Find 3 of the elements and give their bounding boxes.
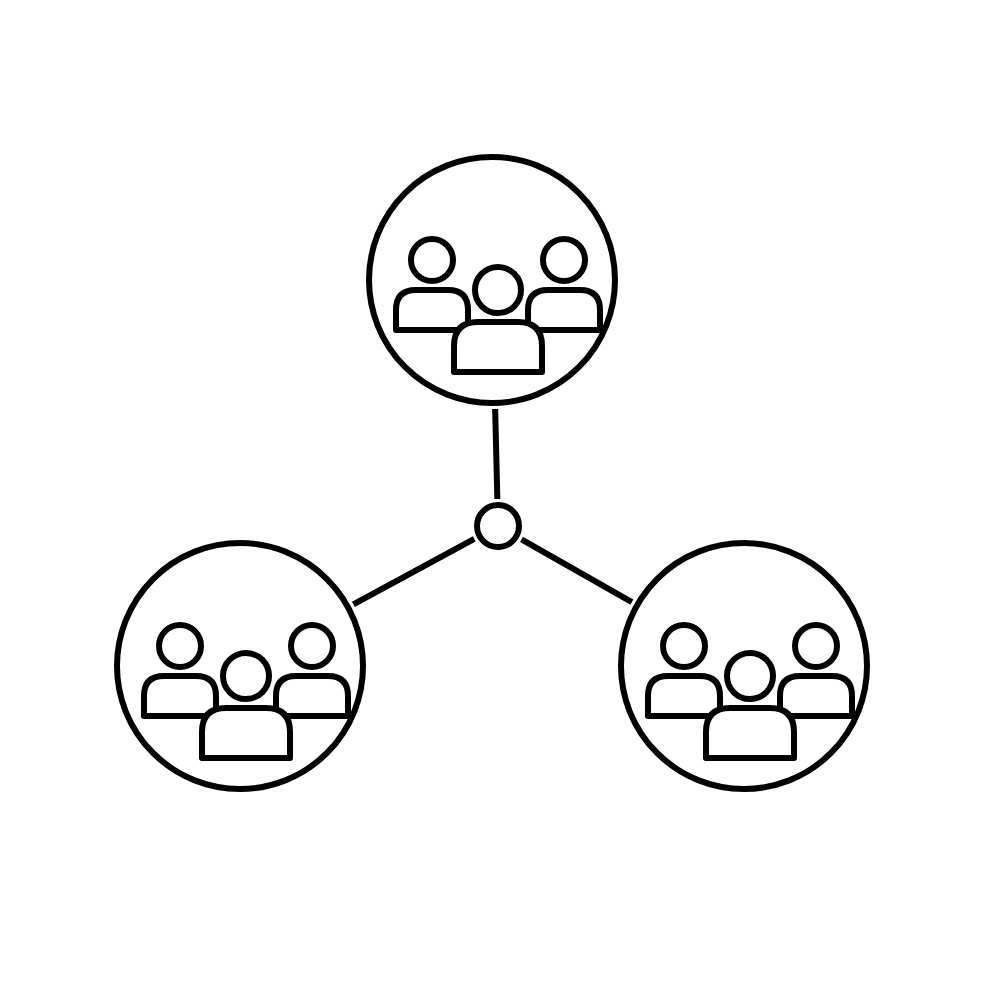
connector-line xyxy=(492,408,501,500)
connector-line xyxy=(519,536,634,605)
connector-line xyxy=(351,536,476,608)
